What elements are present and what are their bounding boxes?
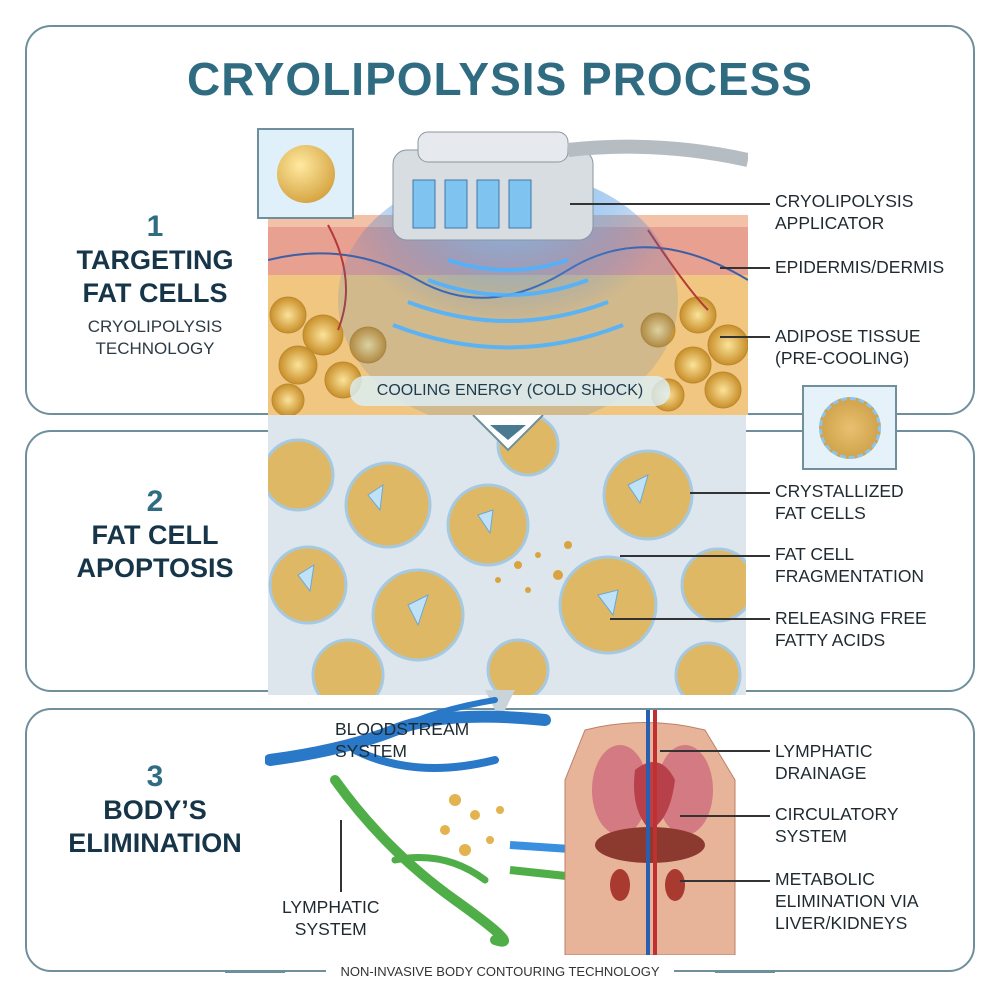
step2-label: 2 FAT CELL APOPTOSIS xyxy=(76,485,234,583)
step1-label: 1 TARGETING FAT CELLS CRYOLIPOLYSIS TECH… xyxy=(76,210,234,358)
leader-line xyxy=(715,971,775,973)
skin-cross-section-illustration xyxy=(268,131,748,415)
crystallized-fat-illustration xyxy=(268,415,746,695)
leader-line xyxy=(225,971,285,973)
page-title: CRYOLIPOLYSIS PROCESS xyxy=(187,53,813,105)
fragmented-cell-inset xyxy=(802,385,897,470)
label-circulatory: CirculatorySystem xyxy=(775,804,899,846)
fat-cell-inset xyxy=(257,128,354,219)
leader-line xyxy=(340,820,342,892)
label-free-fatty-acids: Releasing FreeFatty Acids xyxy=(775,608,927,650)
label-metabolic-elimination: MetabolicElimination viaLiver/Kidneys xyxy=(775,869,919,933)
leader-line xyxy=(620,555,770,557)
footer-caption: NON-INVASIVE BODY CONTOURING TECHNOLOGY xyxy=(0,964,1000,979)
elimination-illustration xyxy=(265,690,736,955)
cooling-energy-caption: COOLING ENERGY (COLD SHOCK) xyxy=(350,376,670,406)
label-crystallized: CrystallizedFat Cells xyxy=(775,481,904,523)
leader-line xyxy=(610,618,770,620)
leader-line xyxy=(660,750,770,752)
leader-line xyxy=(690,492,770,494)
step3-label: 3 BODY’S ELIMINATION xyxy=(68,760,242,858)
leader-line xyxy=(720,267,770,269)
label-applicator: CryolipolysisApplicator xyxy=(775,191,914,233)
label-fragmentation: Fat CellFragmentation xyxy=(775,544,925,586)
leader-line xyxy=(680,880,770,882)
leader-line xyxy=(570,203,770,205)
leader-line xyxy=(720,336,770,338)
label-epidermis: Epidermis/Dermis xyxy=(775,257,945,277)
label-lymphatic-drainage: LymphaticDrainage xyxy=(775,741,873,783)
leader-line xyxy=(680,815,770,817)
label-adipose: Adipose Tissue(Pre-Cooling) xyxy=(775,326,921,368)
